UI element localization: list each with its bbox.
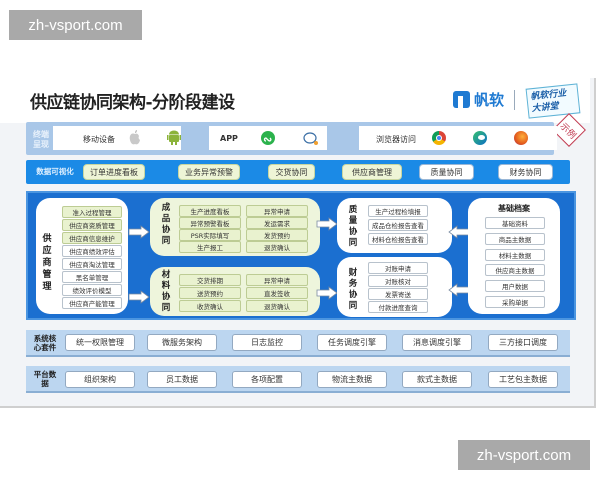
fanruan-logo: 帆软 bbox=[453, 89, 516, 110]
page-title: 供应链协同架构-分阶段建设 bbox=[30, 93, 235, 113]
quality-item[interactable]: 成品仓检报告查看 bbox=[368, 219, 428, 231]
material-item[interactable]: 异常申请 bbox=[246, 274, 308, 286]
system-core-label: 系统核心套件 bbox=[33, 334, 57, 352]
finance-item[interactable]: 对账核对 bbox=[368, 275, 428, 287]
arrow-right-icon bbox=[128, 224, 150, 239]
terminal-group-mobile bbox=[53, 126, 181, 150]
finance-item[interactable]: 对账申请 bbox=[368, 262, 428, 274]
finance-item[interactable]: 发票寄送 bbox=[368, 288, 428, 300]
finance-label: 财务协同 bbox=[348, 268, 358, 311]
supplier-item[interactable]: 绩效评价模型 bbox=[62, 284, 122, 296]
platform-data-item[interactable]: 款式主数据 bbox=[402, 371, 472, 388]
finished-item[interactable]: PSR实际填写 bbox=[179, 229, 241, 241]
arrow-right-icon bbox=[316, 285, 338, 300]
finished-item[interactable]: 异常预警看板 bbox=[179, 217, 241, 229]
firefox-icon bbox=[514, 131, 528, 145]
chrome-icon bbox=[432, 131, 446, 145]
platform-data-item[interactable]: 组织架构 bbox=[65, 371, 135, 388]
apple-icon bbox=[128, 129, 142, 146]
material-item[interactable]: 退货确认 bbox=[246, 300, 308, 312]
watermark-bottom: zh-vsport.com bbox=[458, 440, 590, 470]
finished-item[interactable]: 退货确认 bbox=[246, 241, 308, 253]
material-label: 材料协同 bbox=[161, 270, 171, 313]
archive-item[interactable]: 采购单据 bbox=[485, 296, 545, 308]
stamp-text: 示例 bbox=[558, 121, 578, 141]
archive-item[interactable]: 商品主数据 bbox=[485, 233, 545, 245]
material-item[interactable]: 收货确认 bbox=[179, 300, 241, 312]
viz-quality-button[interactable]: 质量协同 bbox=[419, 164, 474, 180]
finished-goods-label: 成品协同 bbox=[161, 203, 171, 246]
lecture-badge: 帆软行业大讲堂 bbox=[525, 83, 581, 119]
viz-order-progress-button[interactable]: 订单进度看板 bbox=[83, 164, 145, 180]
arrow-right-icon bbox=[128, 289, 150, 304]
supplier-item[interactable]: 黑名单管理 bbox=[62, 271, 122, 283]
platform-data-item[interactable]: 员工数据 bbox=[147, 371, 217, 388]
android-icon bbox=[167, 129, 181, 146]
mini-program-icon bbox=[261, 131, 275, 145]
finished-item[interactable]: 生产报工 bbox=[179, 241, 241, 253]
archive-item[interactable]: 材料主数据 bbox=[485, 249, 545, 261]
slide-header-area bbox=[0, 78, 590, 123]
material-item[interactable]: 送货预约 bbox=[179, 287, 241, 299]
logo-mark-icon bbox=[453, 91, 470, 108]
material-item[interactable]: 直发签收 bbox=[246, 287, 308, 299]
system-core-item[interactable]: 微服务架构 bbox=[147, 334, 217, 351]
archive-item[interactable]: 用户数据 bbox=[485, 280, 545, 292]
quality-item[interactable]: 材料仓检报告查看 bbox=[368, 233, 428, 245]
terminal-browser-label: 浏览器访问 bbox=[376, 135, 416, 144]
finished-item[interactable]: 发运需求 bbox=[246, 217, 308, 229]
supplier-item[interactable]: 供应商资质管理 bbox=[62, 219, 122, 231]
viz-finance-button[interactable]: 财务协同 bbox=[498, 164, 553, 180]
quality-item[interactable]: 生产过程检填报 bbox=[368, 205, 428, 217]
supplier-panel-label: 供应商管理 bbox=[42, 234, 52, 292]
finished-item[interactable]: 异常申请 bbox=[246, 205, 308, 217]
system-core-item[interactable]: 日志监控 bbox=[232, 334, 302, 351]
system-core-item[interactable]: 三方接口调度 bbox=[488, 334, 558, 351]
terminal-mobile-label: 移动设备 bbox=[83, 135, 115, 144]
platform-data-item[interactable]: 工艺包主数据 bbox=[488, 371, 558, 388]
finance-item[interactable]: 付款进度查询 bbox=[368, 301, 428, 313]
quality-label: 质量协同 bbox=[348, 205, 358, 248]
archive-item[interactable]: 供应商主数据 bbox=[485, 264, 545, 276]
platform-data-item[interactable]: 各项配置 bbox=[232, 371, 302, 388]
supplier-item[interactable]: 供应商淘汰管理 bbox=[62, 258, 122, 270]
edge-icon bbox=[473, 131, 487, 145]
system-core-item[interactable]: 统一权限管理 bbox=[65, 334, 135, 351]
supplier-item[interactable]: 供应商绩效评估 bbox=[62, 245, 122, 257]
arrow-left-icon bbox=[448, 224, 470, 239]
terminal-app-label: APP bbox=[220, 134, 238, 143]
logo-divider bbox=[514, 89, 516, 110]
supplier-item[interactable]: 供应商信息维护 bbox=[62, 232, 122, 244]
logo-text: 帆软 bbox=[474, 91, 505, 109]
arrow-right-icon bbox=[316, 216, 338, 231]
watermark-top: zh-vsport.com bbox=[9, 10, 142, 40]
platform-data-label: 平台数据 bbox=[33, 370, 57, 388]
material-item[interactable]: 交货排期 bbox=[179, 274, 241, 286]
supplier-item[interactable]: 准入过程管理 bbox=[62, 206, 122, 218]
chat-icon bbox=[303, 131, 319, 145]
archive-item[interactable]: 基础资料 bbox=[485, 217, 545, 229]
finished-item[interactable]: 发货预约 bbox=[246, 229, 308, 241]
visualization-label: 数据可视化 bbox=[36, 167, 74, 176]
arrow-left-icon bbox=[448, 282, 470, 297]
viz-supplier-button[interactable]: 供应商管理 bbox=[342, 164, 402, 180]
viz-business-alert-button[interactable]: 业务异常预警 bbox=[178, 164, 240, 180]
supplier-item[interactable]: 供应商产能管理 bbox=[62, 297, 122, 309]
terminal-label: 终端呈现 bbox=[33, 130, 49, 149]
platform-data-item[interactable]: 物流主数据 bbox=[317, 371, 387, 388]
viz-delivery-button[interactable]: 交货协同 bbox=[268, 164, 315, 180]
system-core-item[interactable]: 任务调度引擎 bbox=[317, 334, 387, 351]
system-core-item[interactable]: 消息调度引擎 bbox=[402, 334, 472, 351]
archive-label: 基础档案 bbox=[498, 204, 530, 213]
finished-item[interactable]: 生产进度看板 bbox=[179, 205, 241, 217]
